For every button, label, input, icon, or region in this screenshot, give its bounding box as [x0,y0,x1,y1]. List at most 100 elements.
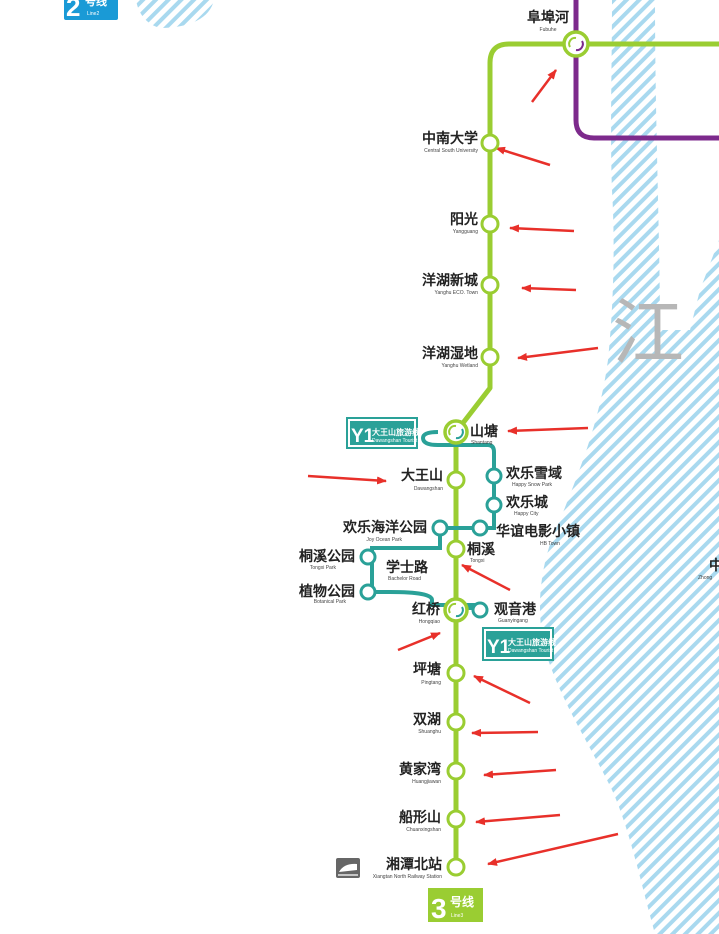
station-label-zh: 观音港 [494,601,537,618]
station-label-en: Pingtang [421,680,441,686]
arrow-yanghu-wetland [517,346,599,361]
river-label: 江 [612,291,684,375]
station-label-en: Tongxi [470,558,484,564]
station-label-en: HB Town [540,541,560,547]
tourist-stations: 欢乐雪域 Happy Snow Park 欢乐城 Happy City 华谊电影… [298,465,580,624]
tourist-badge-code: Y1 [351,426,375,447]
station-label-zh: 学士路 [386,559,429,576]
station-xiangtan-north[interactable]: 湘潭北站 Xiangtan North Railway Station [373,856,466,880]
station-label-zh: 船形山 [399,809,441,826]
station-label-en: Hongqiao [419,619,441,625]
station-label-zh: 华谊电影小镇 [496,523,580,540]
station-bachelor-road: 学士路 Bachelor Road [386,559,429,582]
river-fragment-topleft [136,0,214,28]
station-yanghu-eco-town[interactable]: 洋湖新城 Yanghu ECO. Town [422,272,500,296]
station-label-zh: 坪塘 [413,661,441,678]
station-tongxi-park[interactable]: 桐溪公园 Tongxi Park [299,548,377,571]
arrow-shantang [507,426,589,435]
arrow-fubuhe [531,69,557,103]
station-label-zh: 欢乐城 [505,494,548,511]
station-label-en: Zhong [698,575,712,581]
tourist-badge-zh: 大王山旅游线 [372,427,420,437]
line-2-badge-en: Line2 [87,11,99,17]
station-happy-snow-park[interactable]: 欢乐雪域 Happy Snow Park [485,465,562,488]
station-label-en: Joy Ocean Park [366,537,402,543]
station-tongxi[interactable]: 桐溪 Tongxi [446,539,496,564]
line-2-badge-number: 2 [66,0,80,22]
edge-station-zhong: 中 Zhong [698,557,719,581]
station-joy-ocean-park[interactable]: 欢乐海洋公园 Joy Ocean Park [342,519,449,543]
line-4-track [573,0,719,141]
station-central-south-university[interactable]: 中南大学 Central South University [422,130,500,154]
station-fubuhe[interactable]: 阜埠河 Fubuhe [527,9,590,58]
station-label-zh: 桐溪 [467,541,496,558]
station-label-zh: 双湖 [413,712,441,728]
station-label-zh: 阳光 [450,211,478,228]
line-2-badge: 2 号线 Line2 [64,0,118,22]
station-label-zh: 黄家湾 [399,761,441,778]
station-chuanxingshan[interactable]: 船形山 Chuanxingshan [399,809,466,833]
annotation-arrows [307,69,619,866]
station-label-zh: 阜埠河 [527,9,569,26]
station-label-en: Chuanxingshan [406,827,441,833]
arrow-shuanghu [471,728,539,737]
station-label-zh: 中 [709,557,719,574]
station-dawangshan[interactable]: 大王山 Dawangshan [401,467,466,492]
train-icon [336,858,360,878]
station-botanical-park[interactable]: 植物公园 Botanical Park [298,583,377,605]
tourist-badge-lower: Y1 大王山旅游线 Dawangshan Tourist [482,627,556,661]
station-label-zh: 红桥 [412,601,441,618]
station-shantang[interactable]: 山塘 Shantang [443,419,498,446]
arrow-hongqiao [397,631,441,652]
arrow-yanghu-eco-town [521,284,577,293]
station-label-en: Happy Snow Park [512,482,553,488]
tourist-badge-code: Y1 [487,637,511,658]
station-label-zh: 欢乐海洋公园 [342,519,427,536]
station-label-zh: 湘潭北站 [386,856,442,873]
arrow-dawangshan [307,474,387,485]
tourist-badge-upper: Y1 大王山旅游线 Dawangshan Tourist [346,417,420,449]
station-label-zh: 洋湖湿地 [422,345,478,362]
tourist-badge-zh: 大王山旅游线 [508,637,556,647]
station-label-en: Shantang [471,440,493,446]
station-label-zh: 山塘 [470,423,498,440]
line-3-badge-number: 3 [431,893,447,924]
tourist-badge-en: Dawangshan Tourist [372,438,418,444]
line-2-badge-zh: 号线 [85,0,107,8]
station-label-en: Xiangtan North Railway Station [373,874,442,880]
station-label-en: Guanyingang [498,618,528,624]
station-label-en: Fubuhe [540,27,557,33]
station-label-en: Huangjiawan [412,779,441,785]
station-label-en: Yangguang [453,229,478,235]
line-3-badge: 3 号线 Line3 [428,888,483,924]
station-label-en: Bachelor Road [388,576,421,582]
station-huangjiawan[interactable]: 黄家湾 Huangjiawan [399,761,466,785]
arrow-chuanxingshan [475,813,561,826]
arrow-central-south-university [495,146,551,167]
station-label-en: Yanghu ECO. Town [435,290,479,296]
arrow-yangguang [509,224,575,233]
station-label-zh: 洋湖新城 [422,272,478,289]
river-island [655,0,719,330]
station-label-zh: 中南大学 [422,130,478,147]
station-label-en: Botanical Park [314,599,347,605]
station-label-en: Central South University [424,148,478,154]
station-hongqiao[interactable]: 红桥 Hongqiao [412,597,469,625]
station-hb-town[interactable]: 华谊电影小镇 HB Town [471,519,580,547]
arrow-tongxi [461,563,511,592]
station-label-zh: 大王山 [401,467,443,484]
station-label-zh: 欢乐雪域 [505,465,562,482]
station-label-zh: 桐溪公园 [299,548,355,565]
station-shuanghu[interactable]: 双湖 Shuanghu [413,712,466,735]
arrow-xiangtan-north [487,832,619,866]
station-label-en: Shuanghu [418,729,441,735]
station-label-en: Happy City [514,511,539,517]
station-yanghu-wetland[interactable]: 洋湖湿地 Yanghu Wetland [422,345,500,369]
station-happy-city[interactable]: 欢乐城 Happy City [485,494,548,517]
station-pingtang[interactable]: 坪塘 Pingtang [413,661,466,686]
tourist-badge-en: Dawangshan Tourist [508,648,554,654]
station-label-en: Tongxi Park [310,565,337,571]
station-yangguang[interactable]: 阳光 Yangguang [450,211,500,235]
station-guanyingang[interactable]: 观音港 Guanyingang [471,601,537,624]
